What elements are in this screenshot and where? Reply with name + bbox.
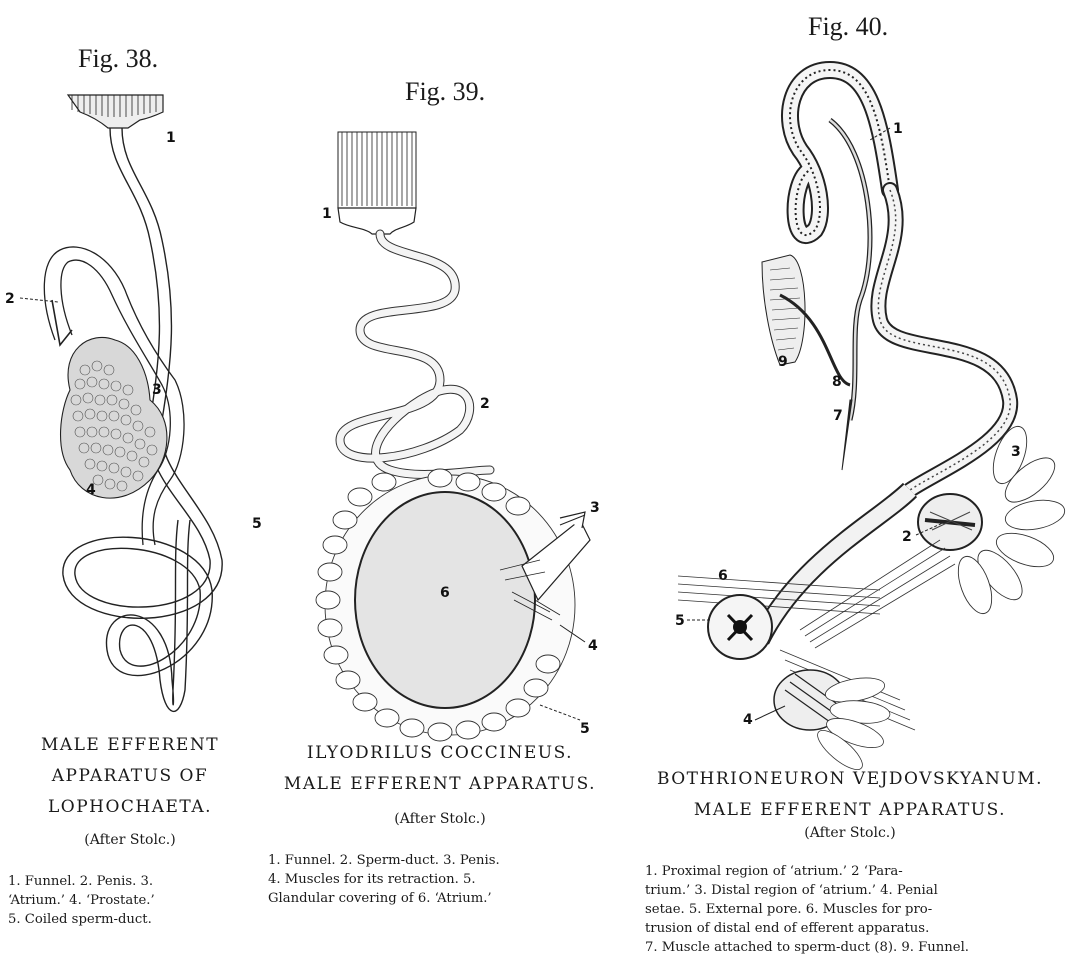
fig40-funnel [762, 255, 805, 365]
fig40-legend-line: setae. 5. External pore. 6. Muscles for … [645, 900, 1060, 919]
fig40-paratrium [918, 494, 982, 550]
fig40-legend-line: 7. Muscle attached to sperm-duct (8). 9.… [645, 938, 1060, 957]
fig40-label-8: 8 [832, 374, 842, 390]
fig40-legend-line: trium.’ 3. Distal region of ‘atrium.’ 4.… [645, 881, 1060, 900]
fig40-caption: BOTHRIONEURON VEJDOVSKYANUM. MALE EFFERE… [640, 764, 1060, 826]
fig40-label-6: 6 [718, 568, 728, 584]
fig40-muscle [842, 400, 852, 470]
fig40-label-5: 5 [675, 613, 685, 629]
fig40-penial-setae [774, 670, 891, 776]
fig40-source: (After Stolc.) [760, 825, 940, 841]
fig40-label-2: 2 [902, 529, 912, 545]
fig40-external-pore [708, 595, 772, 659]
fig40-caption-line: BOTHRIONEURON VEJDOVSKYANUM. [640, 764, 1060, 795]
fig40-label-7: 7 [833, 408, 843, 424]
fig40-caption-line: MALE EFFERENT APPARATUS. [640, 795, 1060, 826]
fig40-label-3: 3 [1011, 444, 1021, 460]
fig40-legend-line: trusion of distal end of efferent appara… [645, 919, 1060, 938]
fig40-label-1: 1 [893, 121, 903, 137]
fig40-legend-line: 1. Proximal region of ‘atrium.’ 2 ‘Para- [645, 862, 1060, 881]
fig40-legend: 1. Proximal region of ‘atrium.’ 2 ‘Para-… [645, 862, 1060, 957]
fig40-label-9: 9 [778, 354, 788, 370]
fig40-label-4: 4 [743, 712, 753, 728]
